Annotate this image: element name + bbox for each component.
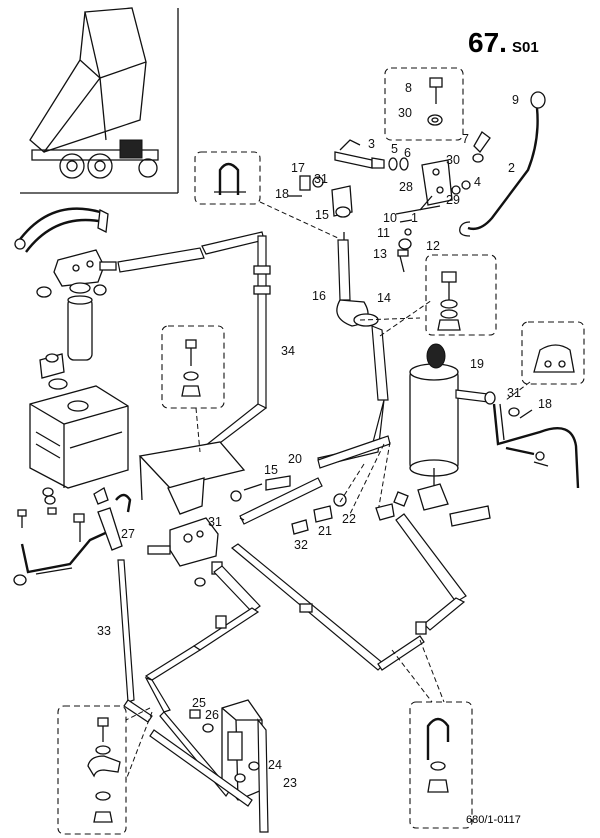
bracket-inset [521, 321, 585, 385]
callout-8: 8 [405, 81, 412, 95]
pipe-33 [117, 559, 153, 723]
callout-9: 9 [512, 93, 519, 107]
callout-7: 7 [462, 132, 469, 146]
callout-2: 2 [508, 161, 515, 175]
control-valve-bracket [138, 441, 291, 587]
tipper-truck-inset [20, 7, 179, 194]
callout-21: 21 [318, 524, 332, 538]
tipping-valve-linkage [334, 67, 546, 273]
callout-31-top: 31 [314, 172, 328, 186]
pipe-34 [198, 231, 271, 453]
callout-20: 20 [288, 452, 302, 466]
callout-14: 14 [377, 291, 391, 305]
callout-4: 4 [474, 175, 481, 189]
callout-15-top: 15 [315, 208, 329, 222]
callout-30-right: 30 [446, 153, 460, 167]
callout-3: 3 [368, 137, 375, 151]
callout-24: 24 [268, 758, 282, 772]
callout-22: 22 [342, 512, 356, 526]
callout-33: 33 [97, 624, 111, 638]
drawing-reference: 680/1-0117 [466, 814, 521, 826]
callout-32: 32 [294, 538, 308, 552]
clip-inset-top [194, 151, 261, 205]
valve-mount-bottom [125, 699, 269, 833]
callout-13: 13 [373, 247, 387, 261]
callout-16: 16 [312, 289, 326, 303]
callout-6: 6 [404, 146, 411, 160]
callout-29: 29 [446, 193, 460, 207]
callout-18-right: 18 [538, 397, 552, 411]
callout-15-bottom: 15 [264, 463, 278, 477]
callout-1: 1 [411, 211, 418, 225]
page-number: 67. [468, 27, 507, 58]
bolt-inset-right [425, 254, 497, 336]
hose-27 [93, 487, 132, 551]
hose-to-cylinder [395, 505, 491, 635]
callout-23: 23 [283, 776, 297, 790]
support-frame-right [492, 403, 580, 489]
callout-25: 25 [192, 696, 206, 710]
callout-34: 34 [281, 344, 295, 358]
callout-12: 12 [426, 239, 440, 253]
oil-tank [13, 353, 129, 586]
return-pipe [144, 543, 425, 713]
callout-11: 11 [377, 226, 390, 240]
callout-31-right: 31 [507, 386, 521, 400]
callout-17: 17 [291, 161, 305, 175]
callout-10: 10 [383, 211, 397, 225]
suction-filter-group [14, 207, 205, 379]
page-suffix: S01 [512, 39, 539, 56]
callout-30-top: 30 [398, 106, 412, 120]
callout-28: 28 [399, 180, 413, 194]
callout-31-mid: 31 [208, 515, 222, 529]
j-hook-inset [391, 639, 473, 829]
cable-clamp-group [288, 175, 353, 218]
bolt-inset-left [161, 325, 225, 409]
callout-19: 19 [470, 357, 484, 371]
callout-26: 26 [205, 708, 219, 722]
callout-5: 5 [391, 142, 398, 156]
pressure-lines [239, 435, 409, 535]
callout-labels: 1 2 3 4 5 6 7 8 9 10 11 12 13 14 15 15 1… [97, 81, 552, 790]
callout-18-top: 18 [275, 187, 289, 201]
clamp-inset-bottom [57, 705, 127, 835]
callout-27: 27 [121, 527, 135, 541]
hydraulic-cylinder [409, 343, 496, 511]
